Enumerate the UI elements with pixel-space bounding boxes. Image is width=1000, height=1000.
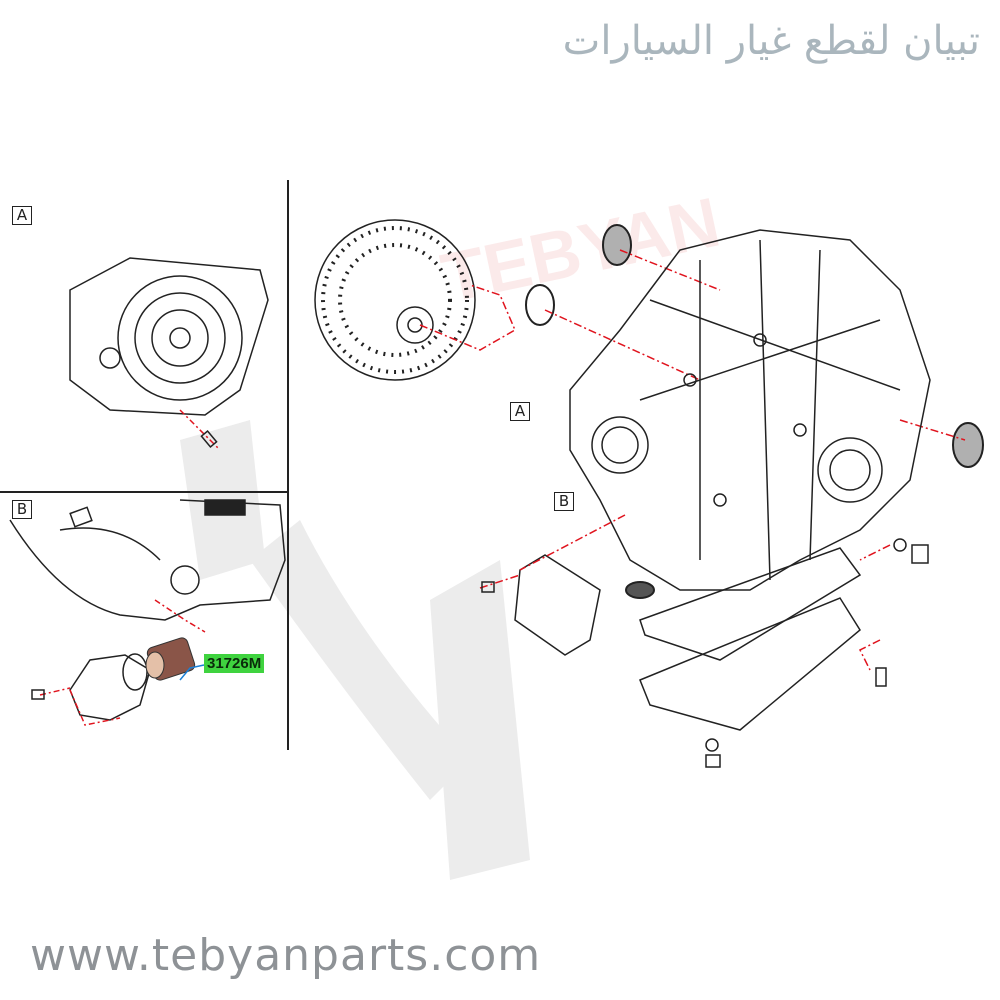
callout-b: B bbox=[554, 492, 574, 511]
transmission-case bbox=[569, 229, 931, 591]
website-url[interactable]: www.tebyanparts.com bbox=[30, 930, 542, 981]
callout-a: A bbox=[510, 402, 530, 421]
logo-watermark bbox=[180, 420, 530, 880]
brand-arabic-name: تبيان لقطع غيار السيارات bbox=[562, 18, 980, 64]
seals bbox=[525, 224, 984, 599]
inset-a-housing bbox=[69, 257, 269, 449]
inset-a-label: A bbox=[12, 206, 32, 225]
inset-b-housing bbox=[9, 499, 286, 726]
part-number-31726M[interactable]: 31726M bbox=[204, 654, 265, 673]
inset-b-label: B bbox=[12, 500, 32, 519]
oil-pan bbox=[479, 514, 929, 768]
oil-filter-part bbox=[145, 637, 205, 681]
torque-converter bbox=[314, 219, 516, 381]
